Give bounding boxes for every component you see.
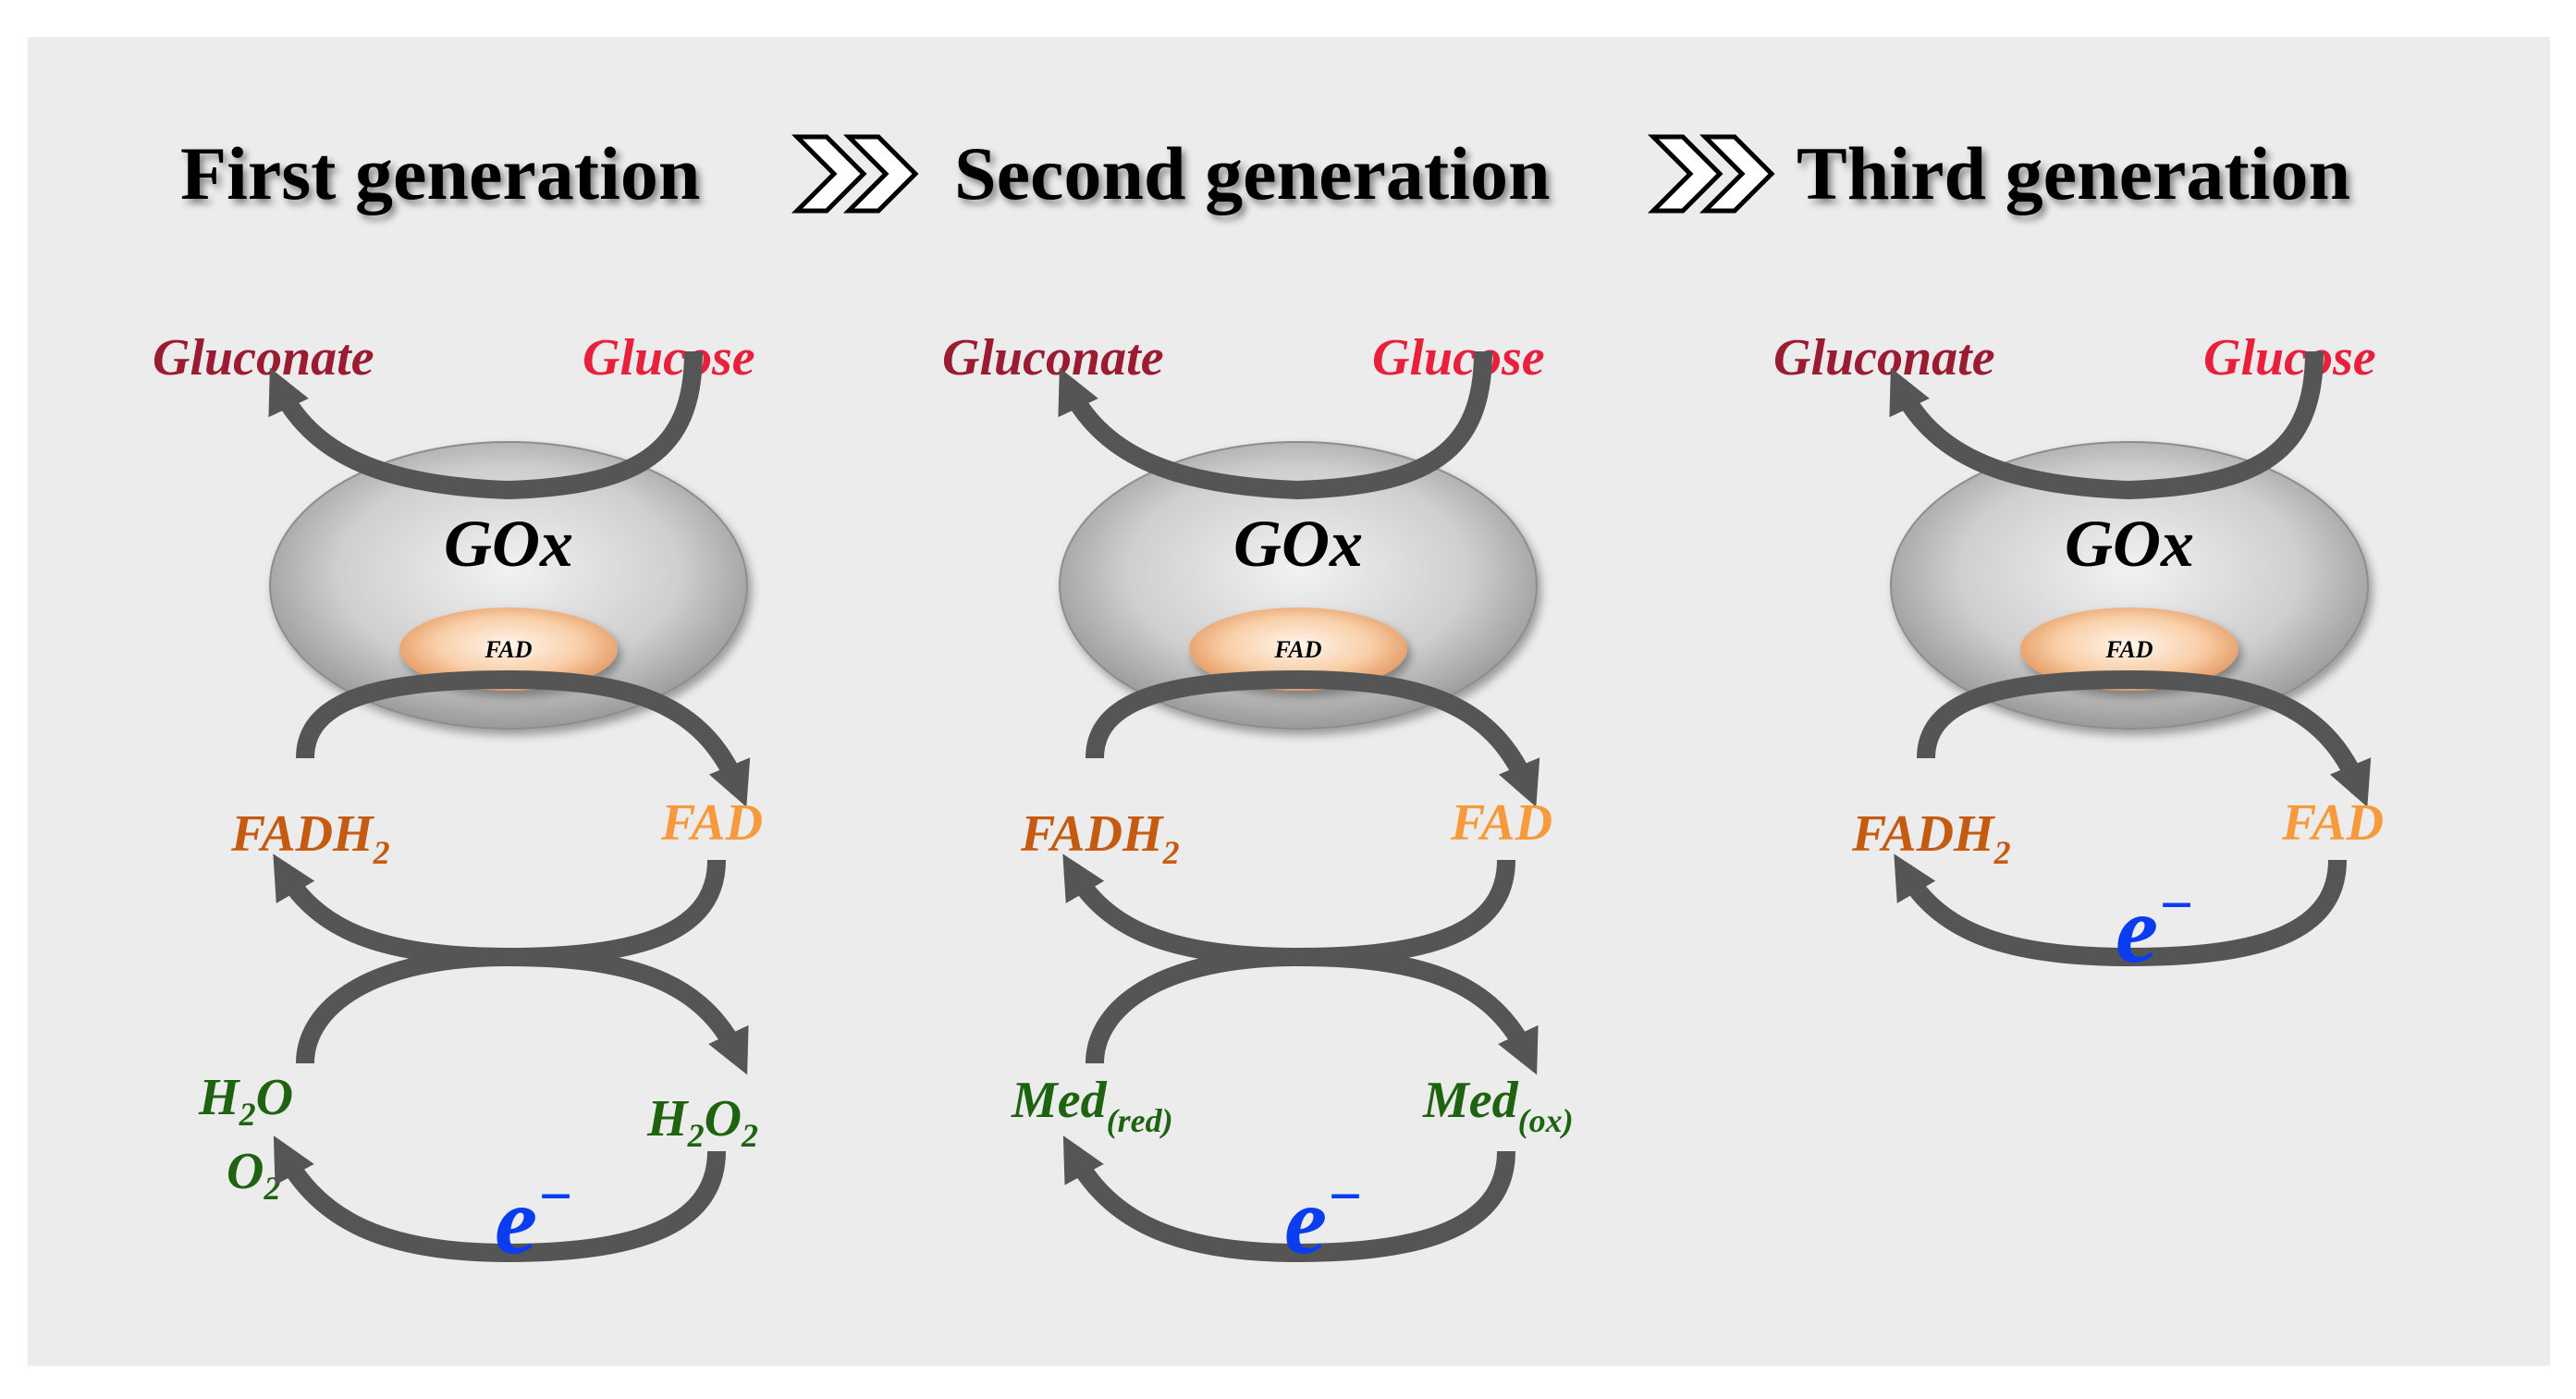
label-gluconate: Gluconate [1773, 329, 1995, 387]
title-third-generation: Third generation [1797, 131, 2350, 215]
label-h2o: H2O [198, 1069, 293, 1133]
fad-to-fadh2-arrow [282, 860, 717, 957]
label-med-ox: Med(ox) [1422, 1072, 1574, 1139]
gox-enzyme-shape [1059, 441, 1538, 730]
label-gox: GOx [2065, 507, 2194, 581]
label-fadh2: FADH2 [1020, 805, 1180, 871]
label-fad: FAD [1450, 794, 1552, 852]
label-med-red: Med(red) [1011, 1072, 1173, 1139]
label-fadh2: FADH2 [230, 805, 390, 871]
label-fad-cofactor: FAD [484, 636, 532, 663]
panel-second-generation: Gluconate Glucose GOx FAD FADH2 FAD Med(… [942, 329, 1574, 1274]
fad-cofactor-shape [399, 607, 618, 691]
title-second-generation: Second generation [954, 131, 1551, 215]
panel-third-generation: Gluconate Glucose GOx FAD FADH2 FAD e− [1773, 329, 2384, 983]
label-gox: GOx [444, 507, 573, 581]
label-gluconate: Gluconate [153, 329, 374, 387]
label-fad: FAD [660, 794, 763, 852]
fad-to-fadh2-arrow [1072, 860, 1506, 957]
double-chevron-right-icon [1647, 134, 1775, 214]
label-glucose: Glucose [2203, 329, 2376, 387]
header: First generation Second generation Third… [180, 131, 2350, 215]
gox-enzyme-shape [1890, 441, 2369, 730]
h2o-to-h2o2-arrow [305, 957, 740, 1063]
label-fad-cofactor: FAD [2104, 636, 2153, 663]
double-chevron-right-icon [791, 134, 919, 214]
label-fad-cofactor: FAD [1273, 636, 1321, 663]
fad-cofactor-shape [1189, 607, 1407, 691]
label-h2o2: H2O2 [646, 1090, 758, 1154]
gox-enzyme-shape [269, 441, 748, 730]
label-electron: e− [495, 1163, 573, 1274]
label-glucose: Glucose [1372, 329, 1545, 387]
label-glucose: Glucose [583, 329, 755, 387]
label-electron: e− [1284, 1163, 1363, 1274]
label-fad: FAD [2281, 794, 2384, 852]
label-electron: e− [2116, 872, 2194, 983]
label-fadh2: FADH2 [1851, 805, 2011, 871]
label-gox: GOx [1233, 507, 1363, 581]
panel-first-generation: Gluconate Glucose GOx FAD FADH2 FAD H2O … [153, 329, 763, 1274]
med-red-to-med-ox-arrow [1095, 957, 1529, 1063]
fad-cofactor-shape [2020, 607, 2239, 691]
label-o2: O2 [227, 1143, 280, 1207]
title-first-generation: First generation [180, 131, 700, 215]
label-gluconate: Gluconate [942, 329, 1164, 387]
